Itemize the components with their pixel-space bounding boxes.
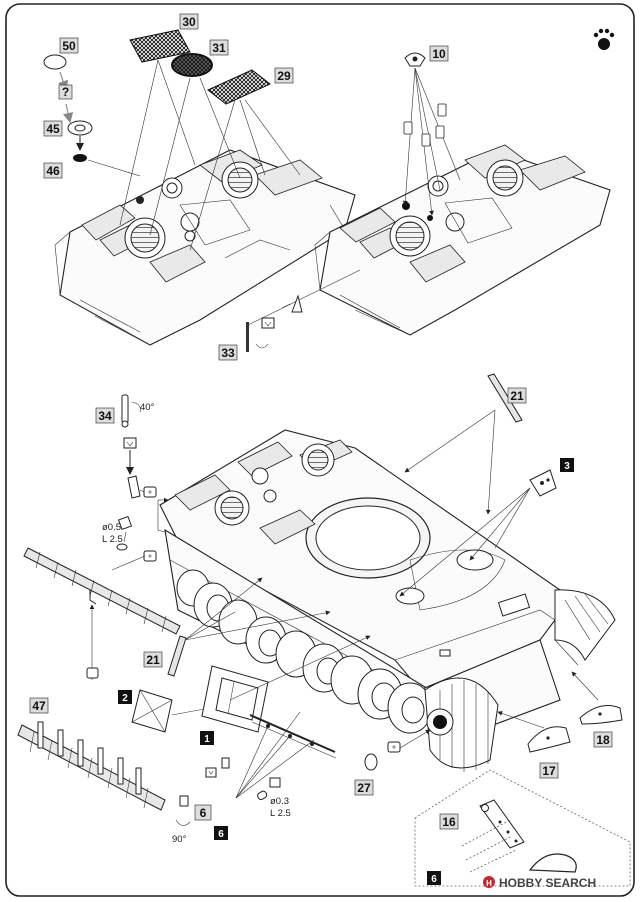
- label-18: 18: [596, 733, 610, 747]
- detail-box: [414, 769, 631, 887]
- deck-grille: [149, 244, 206, 283]
- brand-text: HOBBY SEARCH: [499, 876, 596, 890]
- road-wheels: [176, 569, 433, 734]
- leader-lines-21b: [184, 577, 331, 641]
- label-3: 3: [564, 461, 570, 472]
- part-1-frame: [201, 665, 337, 759]
- engine-deck-left: [54, 149, 356, 346]
- label-33: 33: [221, 346, 235, 360]
- parts-50-45-46: [43, 54, 141, 177]
- page-frame: [5, 3, 635, 897]
- part-18-mudguard: [579, 705, 623, 725]
- part-2-frame: [131, 689, 216, 733]
- label-29: 29: [277, 69, 291, 83]
- label-2: 2: [122, 693, 128, 704]
- paw-logo: [593, 28, 615, 50]
- leader-lines-21a: [404, 409, 496, 515]
- part-10-lifting-hook: [404, 52, 426, 67]
- part-33-detail: [246, 269, 361, 352]
- leader-lines-3: [399, 487, 531, 597]
- angle-40: 40°: [140, 402, 155, 413]
- leader-lines-6: [235, 711, 315, 799]
- callout-labels: 50 ? 45 46 30 31 29 10 33 21 34 3 21 2 1…: [29, 13, 613, 885]
- part-34-rod: [116, 394, 149, 551]
- leader-lines-top-left: [119, 59, 301, 251]
- part-16-bracket: [461, 799, 525, 873]
- tool-rack-upper: [23, 547, 181, 635]
- label-46: 46: [46, 164, 60, 178]
- drill-b-length: L 2.5: [270, 808, 291, 819]
- label-21-bottom: 21: [146, 653, 160, 667]
- drill-b-diameter: ø0.3: [270, 796, 289, 807]
- label-47: 47: [32, 699, 46, 713]
- label-10: 10: [432, 47, 446, 61]
- washer-27: [364, 753, 378, 771]
- pin-marker: [86, 667, 99, 679]
- label-50: 50: [62, 39, 76, 53]
- label-6-a: 6: [200, 806, 207, 820]
- mesh-screen-30: [129, 29, 191, 63]
- label-6-c: 6: [431, 874, 437, 885]
- angle-90: 90°: [172, 834, 187, 845]
- label-1: 1: [204, 734, 210, 745]
- deck-grille: [254, 159, 323, 196]
- strip-21-bottom: [167, 635, 187, 677]
- label-6-b: 6: [218, 829, 224, 840]
- car-logo: [528, 853, 577, 873]
- idler-track: [424, 677, 499, 772]
- svg-text:H: H: [486, 879, 492, 888]
- part-3-bracket: [529, 469, 557, 497]
- pin-markers: [403, 103, 447, 147]
- drill-a-diameter: ø0.5: [102, 522, 121, 533]
- label-45: 45: [46, 122, 60, 136]
- label-30: 30: [182, 15, 196, 29]
- label-34: 34: [98, 409, 112, 423]
- label-21-top: 21: [510, 389, 524, 403]
- engine-deck-right: [314, 144, 611, 336]
- deck-grille: [81, 204, 136, 241]
- mesh-screen-29: [207, 69, 271, 105]
- label-16: 16: [442, 815, 456, 829]
- tool-rack-47: [17, 721, 166, 811]
- label-31: 31: [212, 41, 226, 55]
- hobby-search-watermark: H HOBBY SEARCH: [483, 876, 596, 890]
- drill-a-length: L 2.5: [102, 534, 123, 545]
- label-question: ?: [62, 85, 69, 99]
- part-6-detail: [175, 757, 281, 826]
- label-17: 17: [542, 764, 556, 778]
- label-27: 27: [357, 781, 371, 795]
- strip-21-top: [487, 373, 523, 423]
- part-17-mudguard: [527, 726, 571, 753]
- assembly-symbol: [143, 486, 401, 753]
